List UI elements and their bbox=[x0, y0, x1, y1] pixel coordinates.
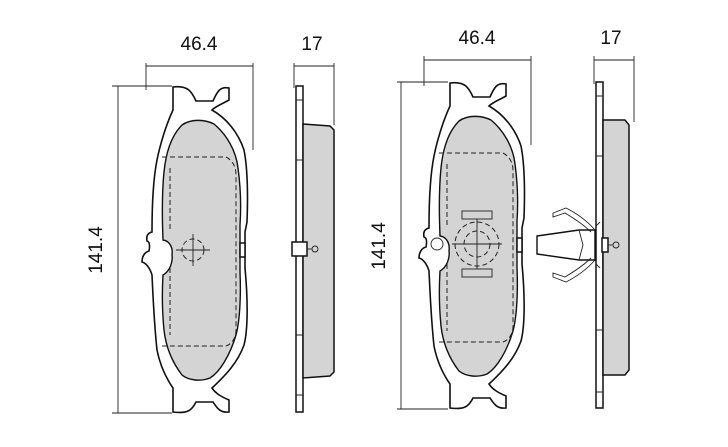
pad-2-height-label: 141.4 bbox=[369, 222, 390, 270]
pad-2-height-dimension: 141.4 bbox=[369, 81, 448, 410]
pad-2-thickness-dimension: 17 bbox=[593, 28, 635, 122]
pad-1-side-view: 17 bbox=[291, 34, 335, 413]
pad-1-height-dimension: 141.4 bbox=[86, 85, 172, 414]
pad-1-front-view: 46.4 141.4 bbox=[86, 34, 254, 414]
pad-2-thickness-label: 17 bbox=[600, 28, 621, 49]
pad-2-width-dimension: 46.4 bbox=[423, 28, 532, 145]
pad-2-width-label: 46.4 bbox=[459, 28, 496, 49]
pad-2-side-friction bbox=[602, 119, 630, 376]
pad-2-retaining-clip bbox=[536, 207, 601, 283]
pad-1-width-label: 46.4 bbox=[181, 34, 218, 55]
pad-1-height-label: 141.4 bbox=[86, 226, 107, 274]
pad-1-thickness-dimension: 17 bbox=[293, 34, 335, 125]
pad-2-side-view: 17 bbox=[536, 28, 635, 409]
pad-2-front-view: 46.4 141.4 bbox=[369, 28, 532, 410]
pad-1-width-dimension: 46.4 bbox=[145, 34, 254, 150]
pad-1-side-friction bbox=[302, 123, 335, 379]
pad-2-friction-material bbox=[438, 115, 519, 377]
pad-2-center-marking bbox=[430, 210, 502, 278]
pad-1-thickness-label: 17 bbox=[301, 34, 322, 55]
